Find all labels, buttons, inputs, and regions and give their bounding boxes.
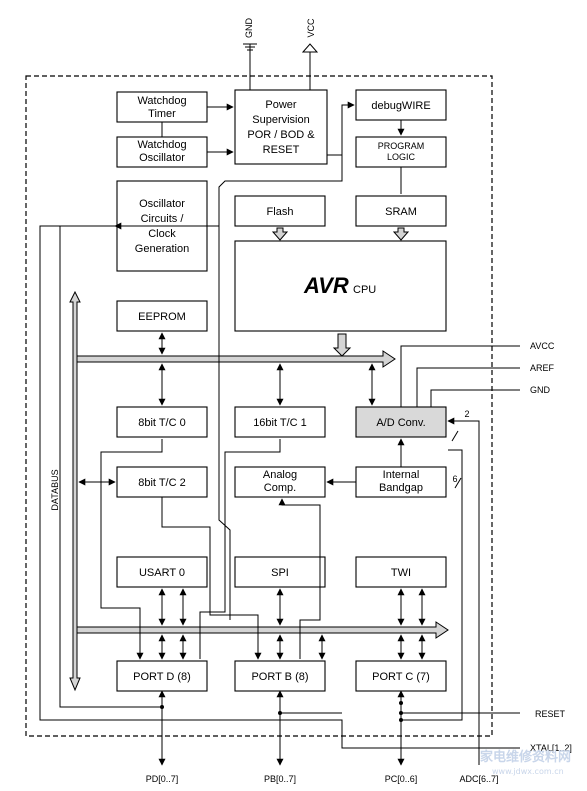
port-b-block: PORT B (8) — [234, 660, 326, 692]
vcc-symbol: VCC — [301, 18, 319, 90]
flash-block: Flash — [234, 195, 326, 227]
databus-upper — [76, 350, 396, 368]
tc2-block: 8bit T/C 2 — [116, 466, 208, 498]
pin-pd: PD[0..7] — [146, 774, 179, 784]
svg-text:debugWIRE: debugWIRE — [371, 100, 430, 112]
cpu-block: AVR CPU — [234, 240, 447, 332]
adc-block: A/D Conv. — [355, 406, 447, 438]
tc0-block: 8bit T/C 0 — [116, 406, 208, 438]
watermark-url: www.jdwx.com.cn — [492, 767, 564, 776]
tc1-block: 16bit T/C 1 — [234, 406, 326, 438]
svg-text:PORT D (8): PORT D (8) — [133, 671, 191, 683]
pin-reset: RESET — [535, 709, 566, 719]
pin-pc: PC[0..6] — [385, 774, 418, 784]
databus-vertical — [69, 290, 81, 692]
gnd-label: GND — [244, 18, 254, 39]
gnd-symbol: GND — [243, 18, 257, 90]
svg-text:Flash: Flash — [267, 206, 294, 218]
svg-text:PORT C (7): PORT C (7) — [372, 671, 430, 683]
connection-wires — [39, 101, 520, 766]
watermark-logo: 家电维修资料网 — [480, 749, 571, 765]
usart-block: USART 0 — [116, 556, 208, 588]
svg-text:16bit T/C 1: 16bit T/C 1 — [253, 417, 307, 429]
pin-pb: PB[0..7] — [264, 774, 296, 784]
pin-xtal: XTAL[1..2] — [530, 743, 572, 753]
svg-text:SPI: SPI — [271, 567, 289, 579]
adc-in-width: 6 — [452, 474, 457, 484]
pin-gnd-analog: GND — [530, 385, 551, 395]
pin-adc: ADC[6..7] — [459, 774, 498, 784]
svg-text:TWI: TWI — [391, 567, 411, 579]
debugwire-block: debugWIRE — [355, 89, 447, 121]
vcc-label: VCC — [306, 18, 316, 38]
eeprom-block: EEPROM — [116, 300, 208, 332]
avr-logo: AVR — [303, 273, 349, 298]
sram-block: SRAM — [355, 195, 447, 227]
spi-block: SPI — [234, 556, 326, 588]
svg-text:USART 0: USART 0 — [139, 567, 185, 579]
adc-mux-width: 2 — [464, 409, 469, 419]
port-d-block: PORT D (8) — [116, 660, 208, 692]
pin-avcc: AVCC — [530, 341, 555, 351]
svg-text:A/D Conv.: A/D Conv. — [376, 417, 425, 429]
twi-block: TWI — [355, 556, 447, 588]
databus-lower — [76, 621, 449, 639]
databus-label: DATABUS — [50, 469, 60, 510]
chip-boundary — [25, 75, 493, 737]
svg-text:8bit T/C 2: 8bit T/C 2 — [138, 477, 186, 489]
svg-text:PORT B (8): PORT B (8) — [251, 671, 308, 683]
svg-text:8bit T/C 0: 8bit T/C 0 — [138, 417, 186, 429]
svg-text:EEPROM: EEPROM — [138, 311, 186, 323]
pin-aref: AREF — [530, 363, 555, 373]
svg-text:SRAM: SRAM — [385, 206, 417, 218]
svg-text:CPU: CPU — [353, 284, 376, 296]
port-c-block: PORT C (7) — [355, 660, 447, 692]
